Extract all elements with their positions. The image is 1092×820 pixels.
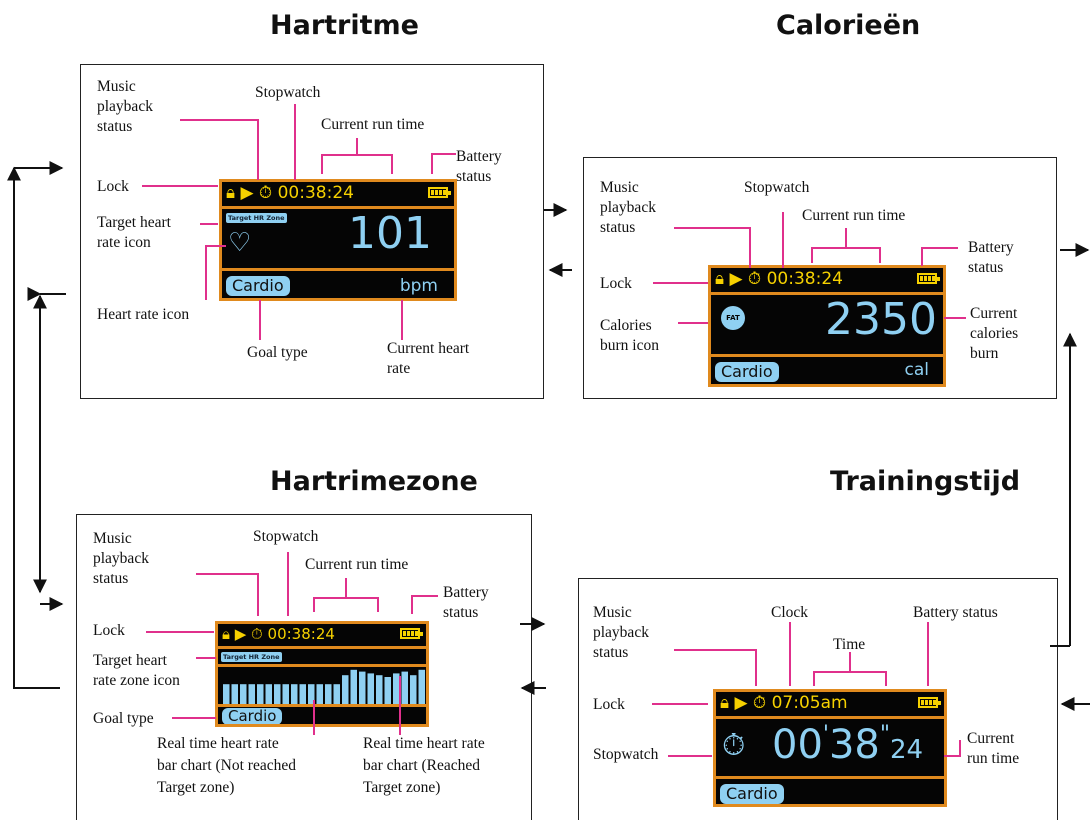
hr-bar <box>265 684 272 704</box>
title-trainingstijd: Trainingstijd <box>830 466 1021 497</box>
run-time: 00:38:24 <box>267 625 335 643</box>
device-screen-hr-zone: 🔒︎ ▶ ⏱ 00:38:24 Target HR Zone Cardio <box>215 621 429 727</box>
hr-bar <box>418 669 425 704</box>
hr-bar <box>384 677 391 704</box>
label-lock: Lock <box>93 622 125 639</box>
battery-icon <box>400 628 423 639</box>
hr-bar <box>223 684 230 704</box>
device-screen-heart-rate: 🔒︎ ▶ ⏱ 00:38:24 Target HR Zone ♡ 101 Car… <box>219 179 457 301</box>
device-screen-calories: 🔒︎ ▶ ⏱ 00:38:24 FAT 2350 Cardio cal <box>708 265 946 387</box>
heart-icon: ♡ <box>228 228 252 258</box>
label-lock: Lock <box>593 696 625 713</box>
hr-bar <box>274 684 281 704</box>
goal-type-badge: Cardio <box>222 708 283 724</box>
hr-bar <box>342 675 349 704</box>
status-bar: 🔒︎ ▶ ⏱ 00:38:24 <box>226 183 354 203</box>
run-time: 00:38:24 <box>277 183 354 203</box>
heart-rate-bar-chart <box>223 669 425 704</box>
hr-bar <box>257 684 264 704</box>
title-hartrimezone: Hartrimezone <box>270 466 478 497</box>
hr-bar <box>231 684 238 704</box>
goal-type-badge: Cardio <box>715 362 779 382</box>
hr-bar <box>401 671 408 704</box>
label-lock: Lock <box>600 275 632 292</box>
status-bar: 🔒︎ ▶ ⏱ 00:38:24 <box>222 625 335 643</box>
title-calorieen: Calorieën <box>776 10 921 41</box>
hr-bar <box>248 684 255 704</box>
hr-bar <box>367 673 374 704</box>
label-current-run-time: Current run time <box>802 207 906 224</box>
current-run-time-value: 00'38"24 <box>772 722 924 768</box>
hr-bar <box>393 673 400 704</box>
status-bar: 🔒︎ ▶ ⏱ 00:38:24 <box>715 269 843 289</box>
calories-burn-icon: FAT <box>721 306 745 330</box>
hr-bar <box>308 684 315 704</box>
label-clock: Clock <box>771 604 809 621</box>
title-hartritme: Hartritme <box>270 10 419 41</box>
label-goal-type: Goal type <box>247 344 308 361</box>
label-stopwatch: Stopwatch <box>593 746 659 763</box>
goal-type-badge: Cardio <box>720 784 784 804</box>
hr-bar <box>333 684 340 704</box>
hr-bar <box>350 669 357 704</box>
device-screen-training-time: 🔒︎ ▶ ⏱ 07:05am ⏱ 00'38"24 Cardio <box>713 689 947 807</box>
hr-bar <box>240 684 247 704</box>
label-stopwatch: Stopwatch <box>744 179 810 196</box>
hr-bar <box>410 675 417 704</box>
battery-icon <box>428 187 451 198</box>
stopwatch-icon: ⏱ <box>722 728 746 763</box>
label-battery-status: Battery status <box>913 604 998 621</box>
hr-bar <box>325 684 332 704</box>
label-stopwatch: Stopwatch <box>253 528 319 545</box>
label-current-run-time: Current run time <box>305 556 409 573</box>
current-calories-value: 2350 <box>825 294 937 345</box>
hr-bar <box>316 684 323 704</box>
run-time: 00:38:24 <box>766 269 843 289</box>
target-hr-zone-icon: Target HR Zone <box>226 213 287 223</box>
cal-unit: cal <box>904 360 930 380</box>
target-hr-zone-icon: Target HR Zone <box>221 652 282 662</box>
hr-bar <box>291 684 298 704</box>
clock-time: 07:05am <box>771 693 848 713</box>
current-heart-rate-value: 101 <box>348 208 432 259</box>
label-lock: Lock <box>97 178 129 195</box>
bpm-unit: bpm <box>399 276 438 296</box>
status-bar: 🔒︎ ▶ ⏱ 07:05am <box>720 693 848 713</box>
label-current-run-time: Current run time <box>321 116 425 133</box>
hr-bar <box>282 684 289 704</box>
label-goal-type: Goal type <box>93 710 154 727</box>
hr-bar <box>359 671 366 704</box>
hr-bar <box>299 684 306 704</box>
label-time: Time <box>833 636 866 653</box>
label-heart-rate-icon: Heart rate icon <box>97 306 190 323</box>
label-stopwatch: Stopwatch <box>255 84 321 101</box>
battery-icon <box>918 697 941 708</box>
goal-type-badge: Cardio <box>226 276 290 296</box>
hr-bar <box>376 675 383 704</box>
battery-icon <box>917 273 940 284</box>
